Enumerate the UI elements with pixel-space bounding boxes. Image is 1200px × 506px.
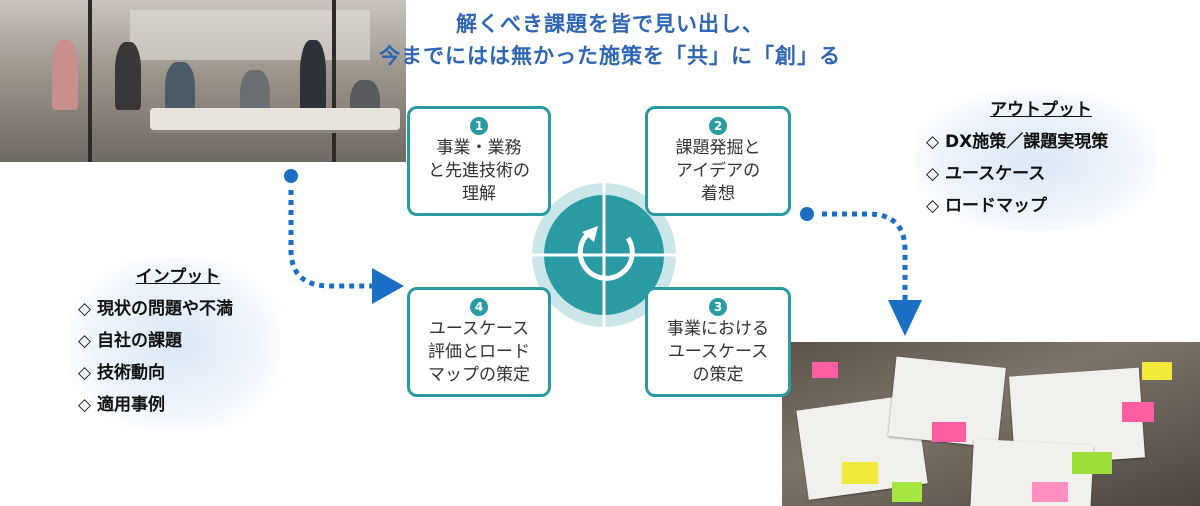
step-4-box: 4 ユースケース 評価とロード マップの策定 [407,287,551,397]
step-3-text: 事業における ユースケース の策定 [667,319,769,385]
step-2-number: 2 [709,117,727,135]
input-item: ◇ 技術動向 [78,363,165,383]
step-1-number: 1 [470,117,488,135]
step-3-number: 3 [709,298,727,316]
output-item: ◇ DX施策／課題実現策 [926,132,1109,152]
brainstorm-photo [782,342,1200,506]
headline-line-2: 今までにはは無かった施策を「共」に「創」る [379,44,841,68]
cycle-arrow-icon [577,230,635,281]
output-item: ◇ ロードマップ [926,196,1047,216]
input-panel: インプット ◇ 現状の問題や不満 ◇ 自社の課題 ◇ 技術動向 ◇ 適用事例 [70,258,280,430]
step-4-number: 4 [470,298,488,316]
output-item: ◇ ユースケース [926,164,1046,184]
input-item: ◇ 自社の課題 [78,331,182,351]
step-4-text: ユースケース 評価とロード マップの策定 [428,319,530,385]
input-title: インプット [135,267,221,287]
headline-line-1: 解くべき課題を皆で見い出し、 [456,12,764,36]
meeting-photo [0,0,406,162]
input-item: ◇ 現状の問題や不満 [78,299,233,319]
step-2-text: 課題発掘と アイデアの 着想 [675,138,761,204]
step-1-text: 事業・業務 と先進技術の 理解 [428,138,530,204]
output-title: アウトプット [990,100,1092,120]
output-panel: アウトプット ◇ DX施策／課題実現策 ◇ ユースケース ◇ ロードマップ [916,91,1156,231]
input-item: ◇ 適用事例 [78,395,165,415]
step-3-box: 3 事業における ユースケース の策定 [645,287,791,397]
step-1-box: 1 事業・業務 と先進技術の 理解 [407,106,551,216]
step-2-box: 2 課題発掘と アイデアの 着想 [645,106,791,216]
